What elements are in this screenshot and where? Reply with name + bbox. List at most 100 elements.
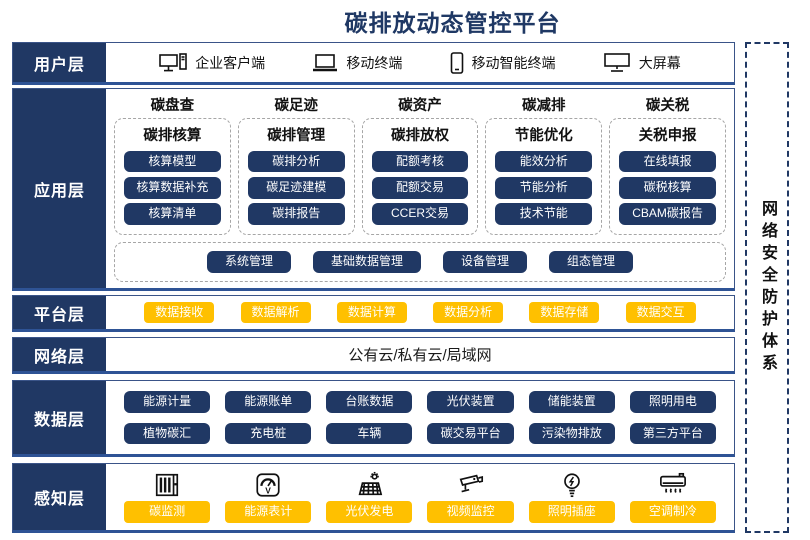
app-column-carbon-asset: 碳资产 碳排放权 配额考核 配额交易 CCER交易 <box>361 93 479 235</box>
sense-item-air-conditioner: 空调制冷 <box>629 469 716 523</box>
app-column-carbon-reduction: 碳减排 节能优化 能效分析 节能分析 技术节能 <box>485 93 603 235</box>
app-column-header: 碳盘查 <box>150 98 195 114</box>
data-source-chip: 充电桩 <box>225 422 312 445</box>
platform-chip: 数据解析 <box>240 301 311 324</box>
app-column-subheader: 碳排放权 <box>390 128 449 144</box>
sense-label-chip: 碳监测 <box>124 501 211 523</box>
app-module-chip: 碳排分析 <box>247 150 345 173</box>
app-common-chip: 设备管理 <box>443 251 528 273</box>
layer-network: 网络层 公有云/私有云/局域网 <box>12 337 735 374</box>
app-column-box: 碳排放权 配额考核 配额交易 CCER交易 <box>361 118 479 235</box>
sense-label-chip: 视频监控 <box>427 501 514 523</box>
light-bulb-icon <box>558 469 586 501</box>
air-conditioner-icon <box>658 469 688 501</box>
app-module-chip: 能效分析 <box>495 150 593 173</box>
layer-application: 应用层 碳盘查 碳排核算 核算模型 核算数据补充 核算清单 碳足迹 碳排管理 <box>12 88 735 291</box>
user-item-big-screen: 大屏幕 <box>603 52 681 73</box>
app-module-chip: 碳排报告 <box>247 203 345 225</box>
user-item-label: 移动智能终端 <box>471 54 556 71</box>
data-layer-content: 能源计量 能源账单 台账数据 光伏装置 储能装置 照明用电 植物碳汇 充电桩 车… <box>106 381 734 454</box>
data-source-chip: 植物碳汇 <box>124 422 211 445</box>
layer-perception: 感知层 碳监测 <box>12 463 735 533</box>
laptop-icon <box>312 53 338 73</box>
data-source-chip: 照明用电 <box>629 390 716 413</box>
svg-text:V: V <box>265 485 271 495</box>
user-item-mobile-terminal: 移动终端 <box>312 53 402 73</box>
platform-layer-content: 数据接收 数据解析 数据计算 数据分析 数据存储 数据交互 <box>106 296 734 329</box>
app-module-chip: 碳税核算 <box>619 176 716 199</box>
app-module-chip: 技术节能 <box>495 203 593 225</box>
user-layer-content: 企业客户端 移动终端 移动智能终端 <box>106 43 734 82</box>
app-column-subheader: 碳排核算 <box>143 128 202 144</box>
app-column-header: 碳资产 <box>398 98 442 114</box>
layer-label-platform: 平台层 <box>13 296 106 329</box>
network-clouds-text: 公有云/私有云/局域网 <box>348 347 492 364</box>
sense-item-video-surveillance: 视频监控 <box>427 469 514 523</box>
page-title: 碳排放动态管控平台 <box>344 10 561 36</box>
cctv-camera-icon <box>457 469 485 501</box>
application-columns: 碳盘查 碳排核算 核算模型 核算数据补充 核算清单 碳足迹 碳排管理 碳排分析 … <box>114 93 726 235</box>
data-source-chip: 能源计量 <box>124 390 211 413</box>
user-item-enterprise-client: 企业客户端 <box>159 52 266 73</box>
layer-user: 用户层 企业客户端 移动终 <box>12 42 735 85</box>
user-item-label: 大屏幕 <box>638 54 681 71</box>
app-module-chip: 配额考核 <box>371 150 469 173</box>
app-column-box: 节能优化 能效分析 节能分析 技术节能 <box>485 118 603 235</box>
big-screen-icon <box>603 52 631 73</box>
layer-platform: 平台层 数据接收 数据解析 数据计算 数据分析 数据存储 数据交互 <box>12 295 735 332</box>
app-column-subheader: 节能优化 <box>514 128 573 144</box>
app-module-chip: 核算模型 <box>124 150 221 173</box>
sense-item-solar-power: 光伏发电 <box>326 469 413 523</box>
layer-label-application: 应用层 <box>13 89 106 288</box>
data-source-chip: 污染物排放 <box>528 422 615 445</box>
layer-label-perception: 感知层 <box>13 464 106 530</box>
app-module-chip: CCER交易 <box>371 203 469 225</box>
app-common-chip: 组态管理 <box>549 251 634 273</box>
app-common-chip: 系统管理 <box>206 251 291 273</box>
data-source-chip: 第三方平台 <box>629 422 716 445</box>
sense-label-chip: 光伏发电 <box>326 501 413 523</box>
sense-item-carbon-monitor: 碳监测 <box>124 469 211 523</box>
user-item-label: 企业客户端 <box>195 54 266 71</box>
app-common-modules-box: 系统管理 基础数据管理 设备管理 组态管理 <box>114 242 726 282</box>
sense-label-chip: 空调制冷 <box>629 501 716 523</box>
app-column-header: 碳足迹 <box>274 98 318 114</box>
data-source-chip: 储能装置 <box>528 390 615 413</box>
layer-label-network: 网络层 <box>13 338 106 371</box>
app-column-header: 碳减排 <box>522 98 566 114</box>
data-source-chip: 碳交易平台 <box>427 422 514 445</box>
app-module-chip: CBAM碳报告 <box>619 203 716 225</box>
platform-chip: 数据计算 <box>336 301 407 324</box>
app-common-chip: 基础数据管理 <box>312 251 421 273</box>
data-source-chip: 台账数据 <box>326 390 413 413</box>
app-column-subheader: 碳排管理 <box>267 128 326 144</box>
layer-data: 数据层 能源计量 能源账单 台账数据 光伏装置 储能装置 照明用电 植物碳汇 充… <box>12 380 735 457</box>
app-module-chip: 在线填报 <box>619 150 716 173</box>
data-source-chip: 车辆 <box>326 422 413 445</box>
app-column-box: 碳排核算 核算模型 核算数据补充 核算清单 <box>114 118 231 235</box>
app-column-header: 碳关税 <box>645 98 690 114</box>
platform-chip: 数据交互 <box>625 301 696 324</box>
app-column-carbon-tariff: 碳关税 关税申报 在线填报 碳税核算 CBAM碳报告 <box>609 93 726 235</box>
desktop-pc-icon <box>159 52 187 73</box>
solar-panel-icon <box>355 469 383 501</box>
network-layer-content: 公有云/私有云/局域网 <box>106 338 734 371</box>
layer-label-user: 用户层 <box>13 43 106 82</box>
layer-label-data: 数据层 <box>13 381 106 454</box>
user-item-smart-mobile-terminal: 移动智能终端 <box>450 51 556 74</box>
app-module-chip: 核算数据补充 <box>124 176 221 199</box>
app-module-chip: 节能分析 <box>495 176 593 199</box>
app-module-chip: 碳足迹建模 <box>247 176 345 199</box>
app-column-box: 碳排管理 碳排分析 碳足迹建模 碳排报告 <box>237 118 355 235</box>
energy-meter-icon: V <box>254 469 282 501</box>
application-layer-content: 碳盘查 碳排核算 核算模型 核算数据补充 核算清单 碳足迹 碳排管理 碳排分析 … <box>106 89 734 288</box>
data-source-chip: 光伏装置 <box>427 390 514 413</box>
platform-chip: 数据接收 <box>144 301 215 324</box>
sense-label-chip: 照明插座 <box>528 501 615 523</box>
app-module-chip: 配额交易 <box>371 176 469 199</box>
app-column-carbon-inventory: 碳盘查 碳排核算 核算模型 核算数据补充 核算清单 <box>114 93 231 235</box>
platform-chip: 数据分析 <box>433 301 504 324</box>
carbon-monitor-icon <box>153 469 181 501</box>
app-module-chip: 核算清单 <box>124 203 221 225</box>
platform-chip: 数据存储 <box>529 301 600 324</box>
